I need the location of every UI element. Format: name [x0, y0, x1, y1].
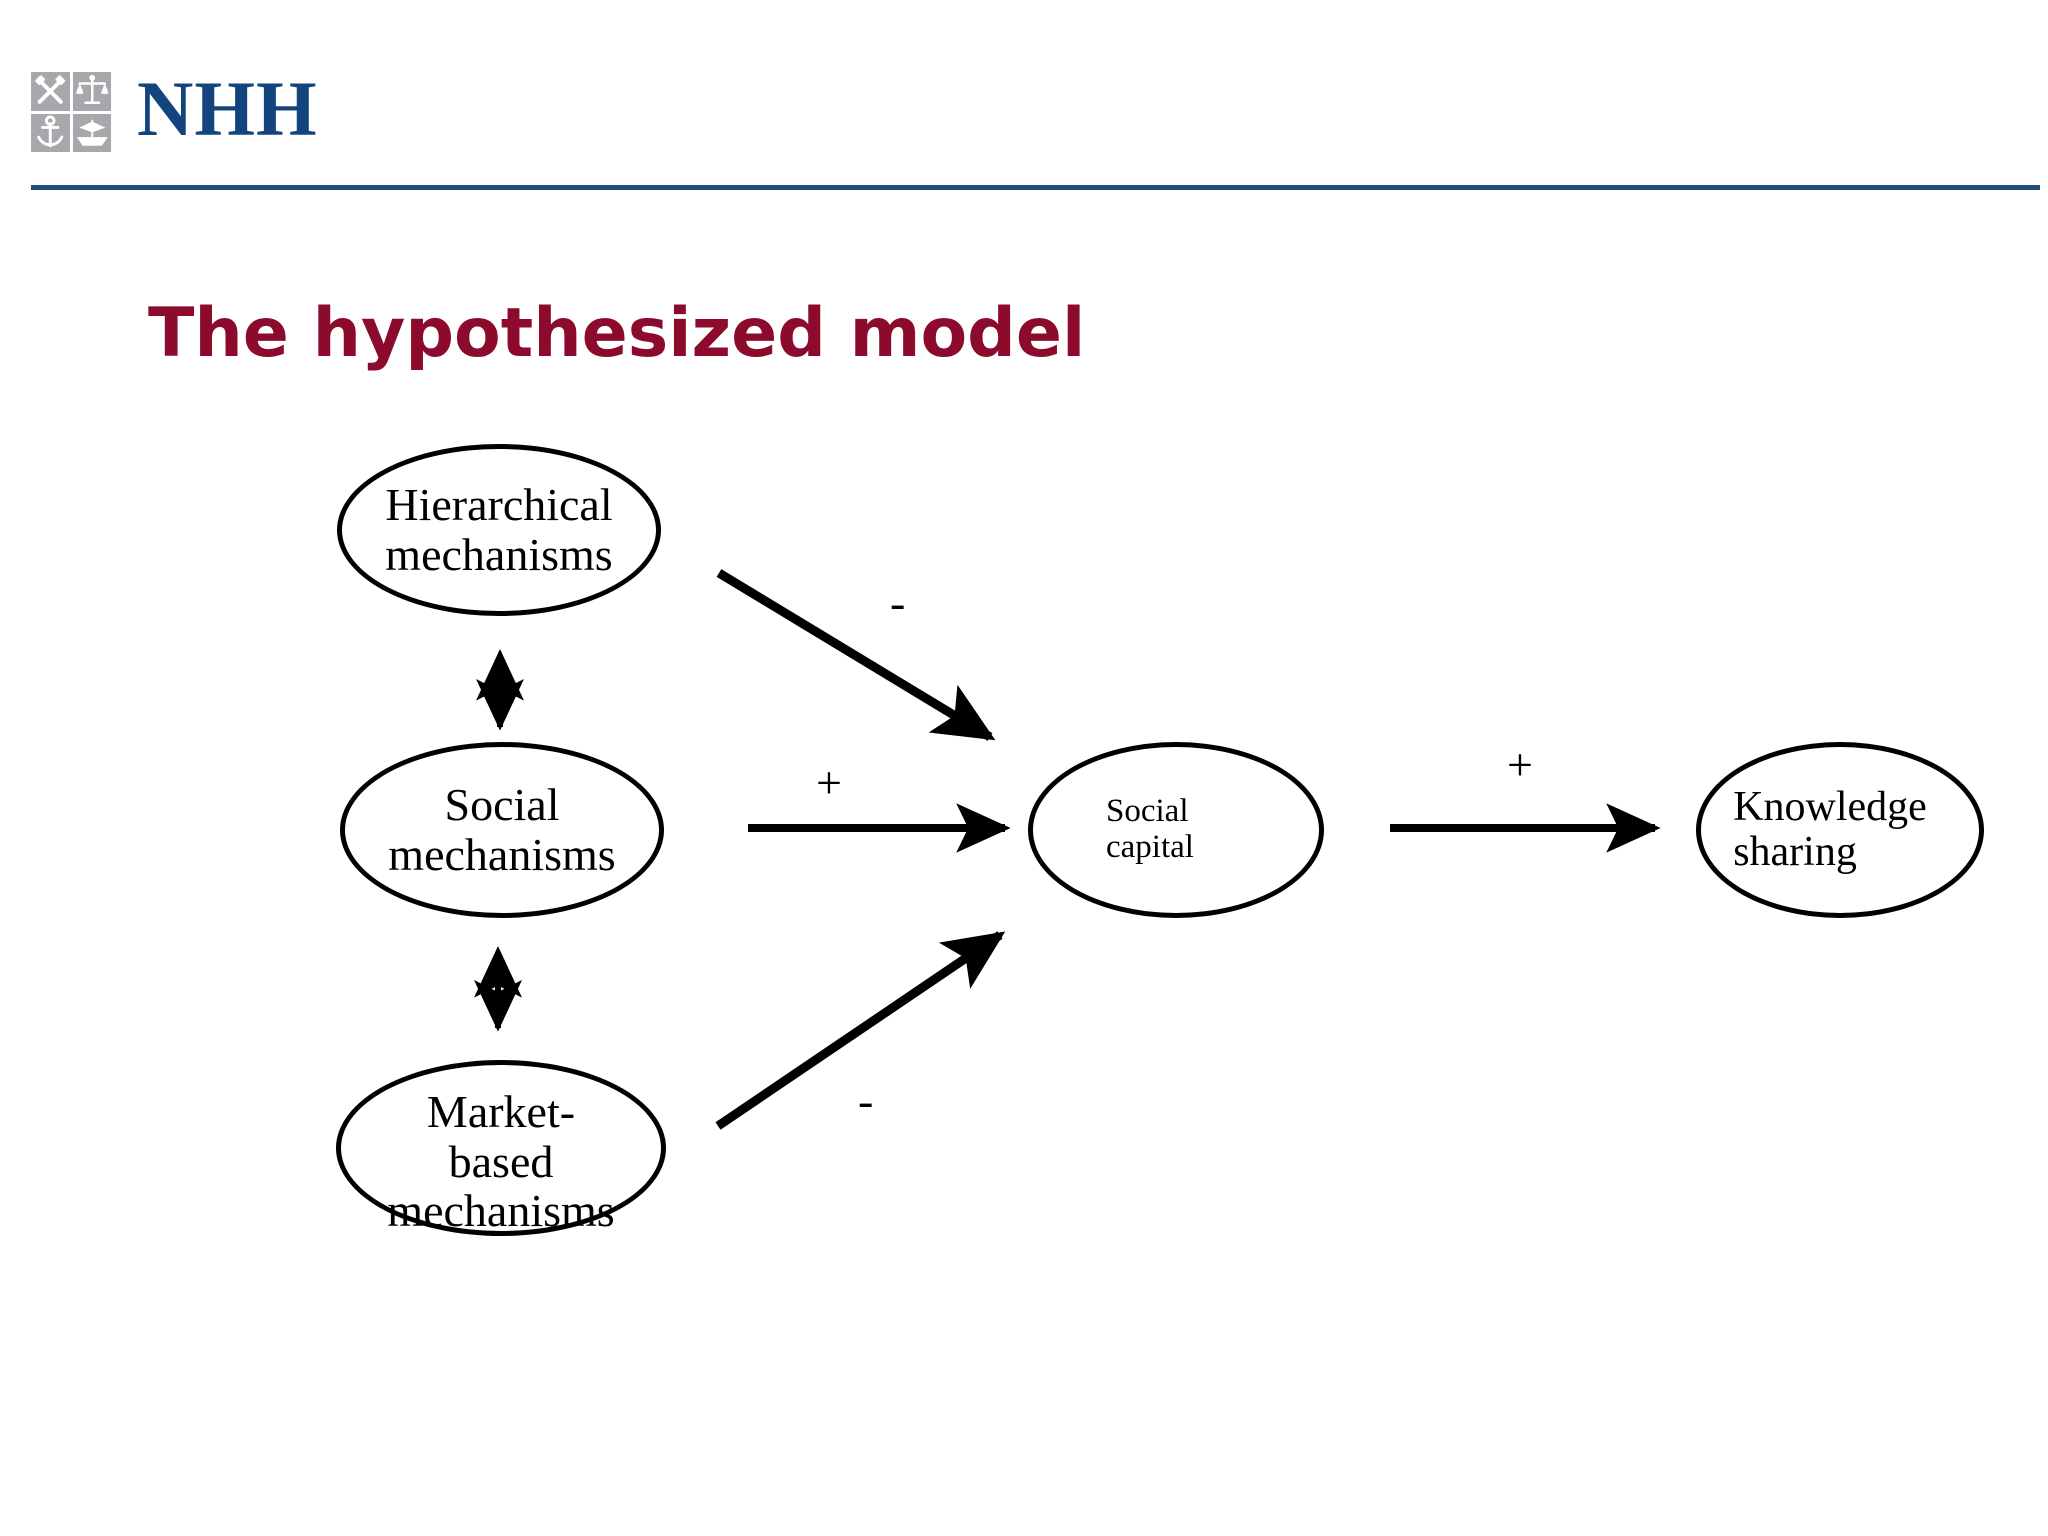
scales-icon: [72, 72, 111, 111]
edge-label-market-based-negative: -: [858, 1075, 874, 1126]
node-hierarchical-mechanisms[interactable]: Hierarchical mechanisms: [337, 444, 661, 616]
edge-label-social-mechanisms-positive: +: [816, 757, 842, 808]
node-knowledge-sharing-label: Knowledge sharing: [1733, 783, 1927, 875]
nhh-wordmark: NHH: [137, 64, 318, 152]
node-social-capital-label: Social capital: [1106, 793, 1194, 865]
header-divider-rule: [31, 185, 2040, 190]
node-social-capital[interactable]: Social capital: [1028, 742, 1324, 918]
anchor-icon: [31, 113, 70, 152]
edge-hierarchical-to-social-capital: [716, 569, 996, 741]
node-market-based-mechanisms-label: Market- based mechanisms: [387, 1086, 615, 1237]
nhh-crest-icon: [31, 72, 111, 152]
page-title: The hypothesized model: [148, 294, 1086, 373]
edge-label-knowledge-sharing-positive: +: [1507, 739, 1533, 790]
node-knowledge-sharing[interactable]: Knowledge sharing: [1696, 742, 1984, 918]
node-social-mechanisms[interactable]: Social mechanisms: [340, 742, 664, 918]
node-hierarchical-mechanisms-label: Hierarchical mechanisms: [385, 479, 613, 580]
ship-icon: [72, 113, 111, 152]
slide-header: NHH: [0, 0, 2048, 200]
edge-label-hierarchical-negative: -: [890, 577, 906, 628]
edge-market-based-to-social-capital: [715, 931, 1006, 1130]
crossed-hammers-icon: [31, 72, 70, 111]
node-market-based-mechanisms[interactable]: Market- based mechanisms: [336, 1060, 666, 1236]
node-social-mechanisms-label: Social mechanisms: [388, 779, 616, 880]
nhh-logo: NHH: [31, 64, 318, 152]
